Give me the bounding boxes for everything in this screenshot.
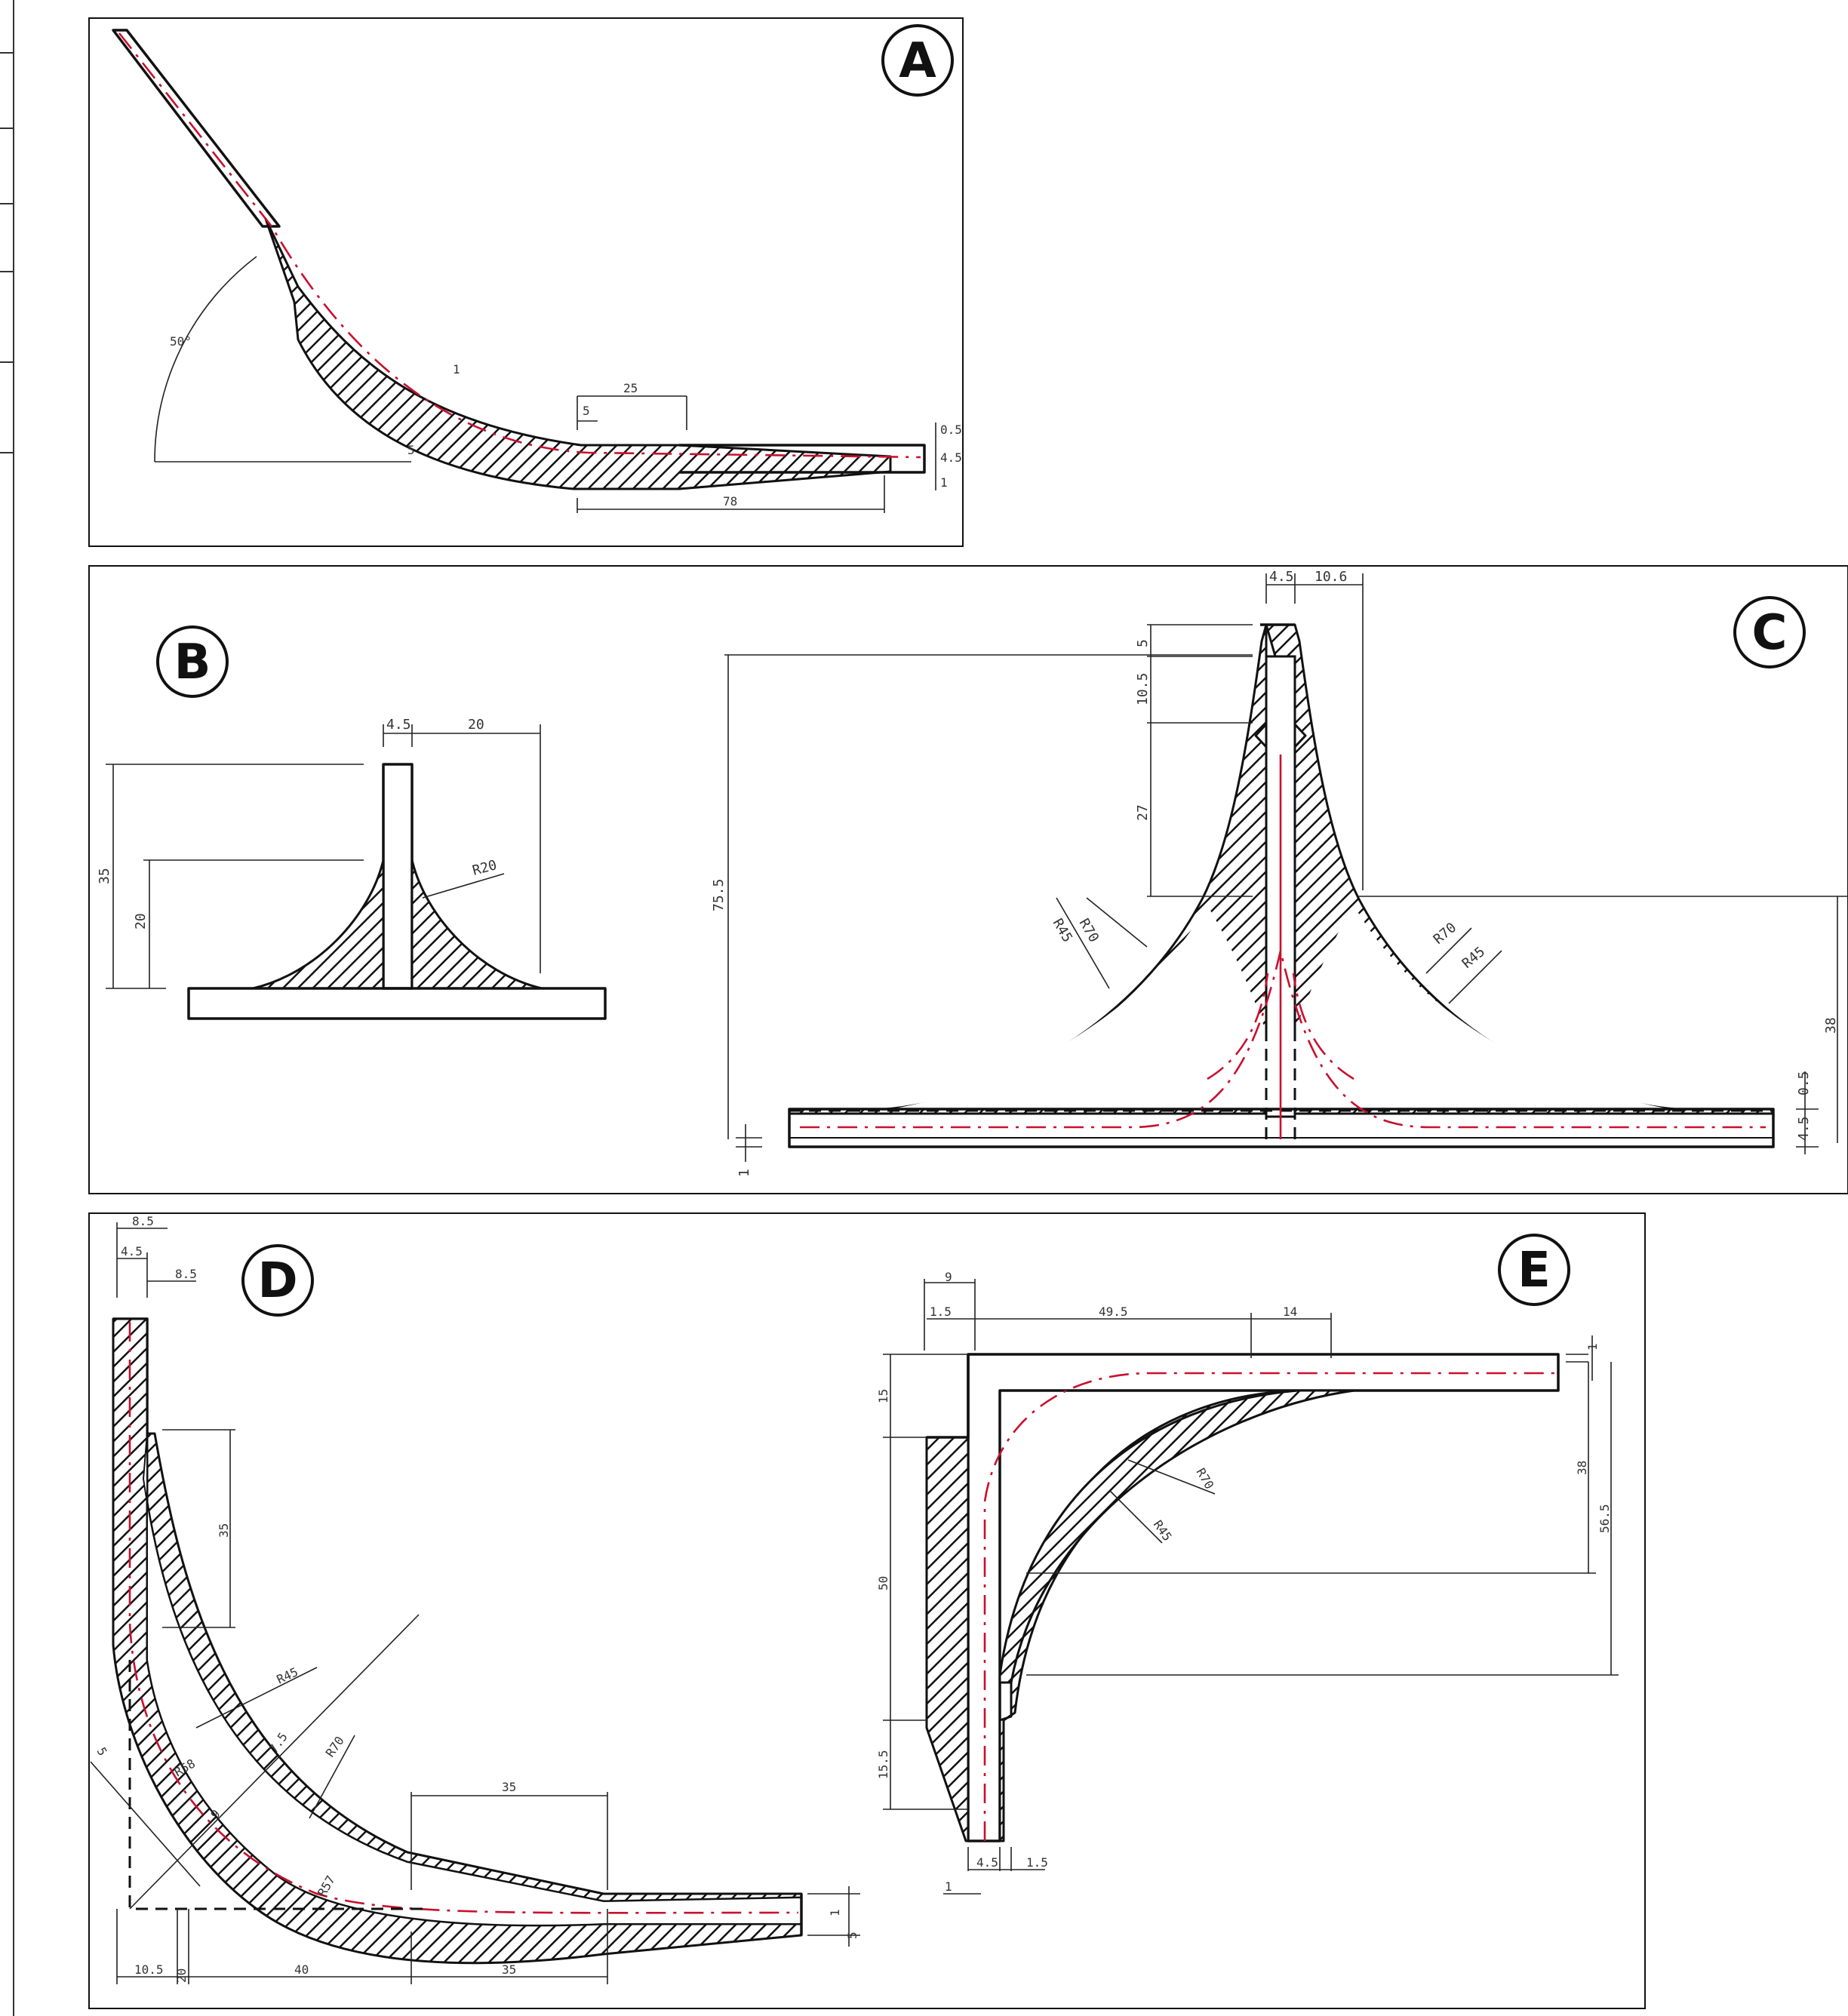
panel-b-stem xyxy=(382,763,414,990)
panel-d-dim-b4: 35 xyxy=(502,1962,516,1977)
panel-c-dim-h8: 1 xyxy=(736,1169,752,1177)
panel-bc-frame xyxy=(88,565,1848,1194)
panel-d-dim-t1: 8.5 xyxy=(132,1214,154,1228)
panel-e-back-wall xyxy=(925,1436,970,1842)
panel-d-construction xyxy=(128,1660,423,1910)
panel-c-dim-w2: 10.6 xyxy=(1315,569,1347,585)
panel-b-base xyxy=(187,987,607,1020)
panel-c-dim-h3: 27 xyxy=(1135,804,1151,821)
panel-d-dim-d3: 5 xyxy=(94,1745,110,1759)
panel-c: 4.5 10.6 5 10.5 27 75.5 R70 R45 R70 R45 … xyxy=(711,569,1848,1177)
panel-d-dim-t3: 8.5 xyxy=(175,1267,197,1281)
panel-d-dim-h1: 35 xyxy=(502,1780,516,1794)
panel-d-label-circle xyxy=(241,1244,314,1317)
panel-d-dim-t2: 4.5 xyxy=(121,1244,143,1258)
panel-c-dim-h2: 10.5 xyxy=(1135,673,1151,705)
panel-a-dim-7: 4.5 xyxy=(940,450,962,465)
panel-a-outlet xyxy=(679,444,926,474)
panel-b-dim-w2: 20 xyxy=(468,717,484,733)
panel-c-centerline-l xyxy=(1207,973,1269,1080)
panel-d-dim-r1: R45 xyxy=(275,1664,300,1686)
panel-a-dim-5: 78 xyxy=(723,494,737,509)
panel-d-dim-b2: 20 xyxy=(174,1968,189,1983)
panel-e-dim-r2: R45 xyxy=(1151,1517,1175,1544)
panel-b-right-fillet xyxy=(410,859,543,990)
panel-c-base-pipe xyxy=(788,1108,1775,1148)
panel-e-step xyxy=(927,1354,970,1439)
panel-e-dim-t2: 1.5 xyxy=(930,1305,952,1319)
panel-a-pipe xyxy=(112,29,281,228)
panel-b-dim-w1: 4.5 xyxy=(386,717,411,733)
panel-a-wall xyxy=(264,217,892,490)
panel-c-dim-h7: 4.5 xyxy=(1796,1116,1812,1141)
panel-e-dim-t3: 49.5 xyxy=(1099,1305,1128,1319)
panel-a-label: A xyxy=(899,33,936,89)
panel-a-frame xyxy=(88,17,964,547)
panel-c-dim-r2: R45 xyxy=(1050,916,1075,945)
panel-a-dim-8: 1 xyxy=(940,475,948,490)
panel-b-label: B xyxy=(174,635,211,690)
panel-d-centerline xyxy=(128,1322,799,1914)
panel-a-dim-4: 25 xyxy=(623,381,638,395)
panel-b-dim-h1: 35 xyxy=(97,868,112,884)
panel-a-angle-arc xyxy=(154,256,257,463)
panel-d-dim-v1: 35 xyxy=(217,1523,231,1538)
panel-b-left-fillet xyxy=(251,859,385,990)
panel-a-label-circle xyxy=(881,24,954,97)
panel-e-label-circle xyxy=(1498,1234,1570,1306)
panel-a-centerline xyxy=(118,32,921,459)
panel-b-label-circle xyxy=(156,625,229,698)
panel-b-dim-h2: 20 xyxy=(133,913,149,930)
panel-e-dim-v1: 15 xyxy=(876,1389,890,1403)
panel-c-dim-r1: R70 xyxy=(1076,916,1102,945)
panel-d-dim-s2: 5 xyxy=(845,1931,859,1939)
panel-e-fillet xyxy=(998,1389,1356,1842)
panel-d-dim-s1: 1 xyxy=(828,1909,842,1916)
panel-c-label-circle xyxy=(1733,596,1806,668)
panel-c-dim-h5: 38 xyxy=(1823,1017,1839,1034)
panel-c-label: C xyxy=(1752,605,1788,661)
panel-c-dim-r4: R45 xyxy=(1459,944,1488,972)
panel-e-dim-v3: 15.5 xyxy=(876,1750,890,1779)
panel-c-centerline-r xyxy=(1292,973,1354,1080)
panel-b-dim-r1: R20 xyxy=(471,857,499,879)
panel-c-dim-h6: 0.5 xyxy=(1796,1071,1812,1096)
panel-c-dim-w1: 4.5 xyxy=(1269,569,1294,585)
panel-e-dim-s1: 1 xyxy=(1585,1343,1600,1351)
panel-c-dim-h4: 75.5 xyxy=(711,879,727,911)
panel-de-frame xyxy=(88,1212,1646,2009)
panel-e-dim-b3: 1 xyxy=(945,1879,952,1894)
panel-e: 9 1.5 49.5 14 1 15 50 15.5 38 56.5 R70 R… xyxy=(876,1234,1619,1895)
panel-e-dim-t1: 9 xyxy=(945,1270,952,1284)
panel-d: 8.5 4.5 8.5 35 R45 R70 R58 R57 7.5 9 5 3… xyxy=(90,1214,860,1984)
panel-a-dim-6: 0.5 xyxy=(940,423,962,437)
panel-a-dim-1: 1 xyxy=(453,362,460,376)
panel-e-pipe xyxy=(967,1353,1560,1842)
left-margin-lines xyxy=(0,0,14,2016)
panel-a-dim-2: 5 xyxy=(407,443,415,457)
panel-d-dim-b3: 40 xyxy=(294,1962,309,1977)
panel-e-dim-r1: R70 xyxy=(1194,1466,1217,1492)
panel-e-dim-v2: 50 xyxy=(876,1576,890,1590)
panel-d-label: D xyxy=(257,1253,297,1309)
panel-c-dim-r3: R70 xyxy=(1431,920,1459,948)
panel-a: 50° 1 5 5 25 78 0.5 4.5 1 A xyxy=(88,17,964,547)
panel-d-dim-b1: 10.5 xyxy=(134,1962,164,1977)
panel-e-label: E xyxy=(1517,1243,1551,1298)
panel-e-centerline xyxy=(983,1372,1554,1841)
panel-e-dim-v5: 56.5 xyxy=(1597,1504,1612,1533)
panel-a-dim-3: 5 xyxy=(583,404,590,418)
panel-e-fillet-inner xyxy=(998,1389,1356,1684)
panel-e-dim-v4: 38 xyxy=(1575,1461,1589,1475)
panel-c-dim-h1: 5 xyxy=(1135,639,1151,647)
panel-b: 4.5 20 35 20 R20 B xyxy=(97,625,607,1020)
panel-e-dim-t4: 14 xyxy=(1283,1305,1297,1319)
panel-e-dim-b1: 4.5 xyxy=(976,1855,998,1870)
panel-a-angle: 50° xyxy=(170,334,192,349)
panel-e-dim-b2: 1.5 xyxy=(1026,1855,1048,1870)
